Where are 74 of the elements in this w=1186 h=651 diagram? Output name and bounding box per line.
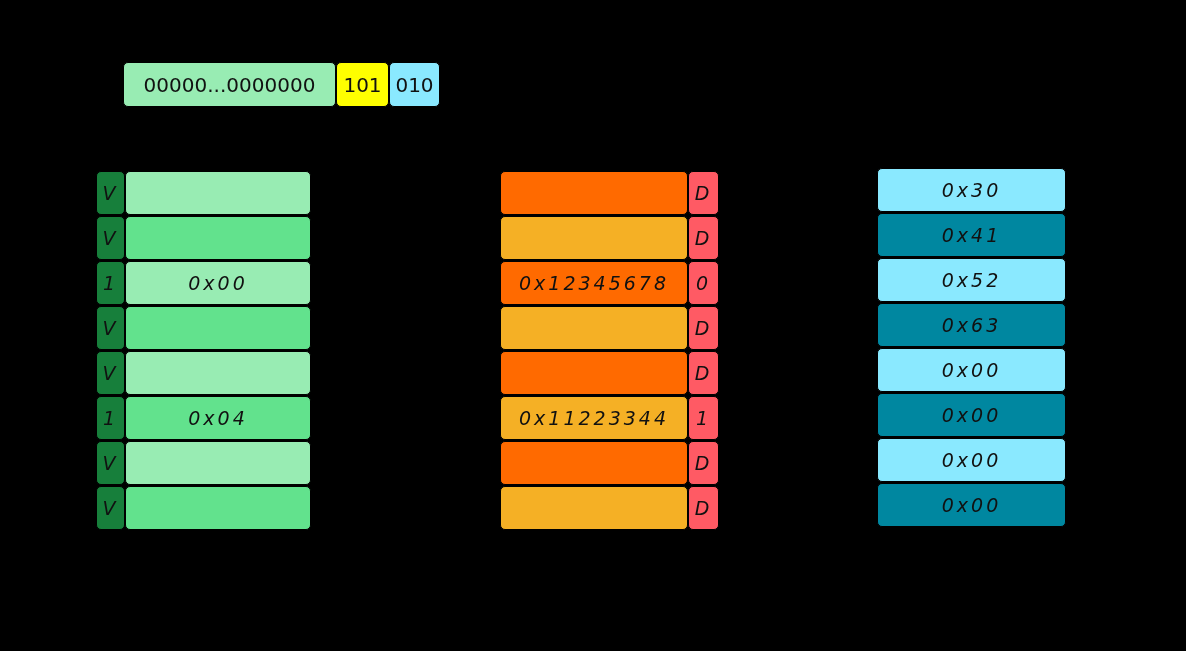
cell-value: 0x00	[188, 272, 248, 294]
cache-data-cell	[125, 171, 311, 215]
cell-value: 0x00	[941, 494, 1002, 516]
cell-value: V	[102, 452, 119, 474]
cell-value: D	[694, 497, 713, 519]
cell-value: 1	[102, 407, 119, 429]
cache-data-cell	[125, 441, 311, 485]
cell-value: D	[694, 227, 713, 249]
cell-value: 010	[395, 72, 434, 97]
cache-data-cell	[500, 306, 688, 350]
cache-data-cell	[500, 216, 688, 260]
cell-value: 0x00	[941, 404, 1002, 426]
dirty-bit-cell	[688, 261, 719, 305]
dirty-bit-cell	[688, 216, 719, 260]
cell-value: 0x00	[941, 449, 1002, 471]
cell-value: 00000...0000000	[143, 72, 316, 97]
cell-value: 0x52	[941, 269, 1002, 291]
cell-value: V	[102, 362, 119, 384]
valid-bit-cell	[96, 261, 125, 305]
cell-value: 0x11223344	[518, 407, 669, 429]
cell-value: 0x12345678	[518, 272, 669, 294]
dirty-bit-cell	[688, 306, 719, 350]
memory-cell	[877, 393, 1066, 437]
cell-value: V	[102, 182, 119, 204]
memory-cell	[877, 438, 1066, 482]
cell-value: V	[102, 497, 119, 519]
address-tag-field	[123, 62, 336, 107]
cell-value: D	[694, 362, 713, 384]
cell-value: D	[694, 182, 713, 204]
memory-cell	[877, 168, 1066, 212]
cell-value: D	[694, 317, 713, 339]
valid-bit-cell	[96, 171, 125, 215]
cell-value: 0	[695, 272, 712, 294]
address-offset-field	[389, 62, 440, 107]
valid-bit-cell	[96, 306, 125, 350]
valid-bit-cell	[96, 351, 125, 395]
cache-data-cell	[500, 441, 688, 485]
cache-data-cell	[125, 306, 311, 350]
dirty-bit-cell	[688, 396, 719, 440]
cell-value: 101	[343, 72, 382, 97]
cache-data-cell	[500, 486, 688, 530]
memory-cell	[877, 213, 1066, 257]
cache-data-cell	[500, 171, 688, 215]
cache-data-cell	[125, 216, 311, 260]
cell-value: 0x41	[941, 224, 1002, 246]
memory-cell	[877, 303, 1066, 347]
cell-value: 1	[695, 407, 712, 429]
cell-value: 0x00	[941, 359, 1002, 381]
memory-cell	[877, 258, 1066, 302]
valid-bit-cell	[96, 216, 125, 260]
cell-value: D	[694, 452, 713, 474]
cache-data-cell	[500, 396, 688, 440]
cache-data-cell	[500, 261, 688, 305]
cell-value: 0x04	[188, 407, 248, 429]
cell-value: V	[102, 317, 119, 339]
cache-data-cell	[125, 351, 311, 395]
cache-data-cell	[125, 396, 311, 440]
valid-bit-cell	[96, 486, 125, 530]
cell-value: 0x30	[941, 179, 1002, 201]
dirty-bit-cell	[688, 171, 719, 215]
cache-data-cell	[125, 261, 311, 305]
dirty-bit-cell	[688, 486, 719, 530]
valid-bit-cell	[96, 396, 125, 440]
valid-bit-cell	[96, 441, 125, 485]
dirty-bit-cell	[688, 441, 719, 485]
dirty-bit-cell	[688, 351, 719, 395]
cell-value: 0x63	[941, 314, 1002, 336]
cache-data-cell	[125, 486, 311, 530]
cell-value: 1	[102, 272, 119, 294]
memory-cell	[877, 483, 1066, 527]
memory-cell	[877, 348, 1066, 392]
address-index-field	[336, 62, 389, 107]
cell-value: V	[102, 227, 119, 249]
cache-data-cell	[500, 351, 688, 395]
